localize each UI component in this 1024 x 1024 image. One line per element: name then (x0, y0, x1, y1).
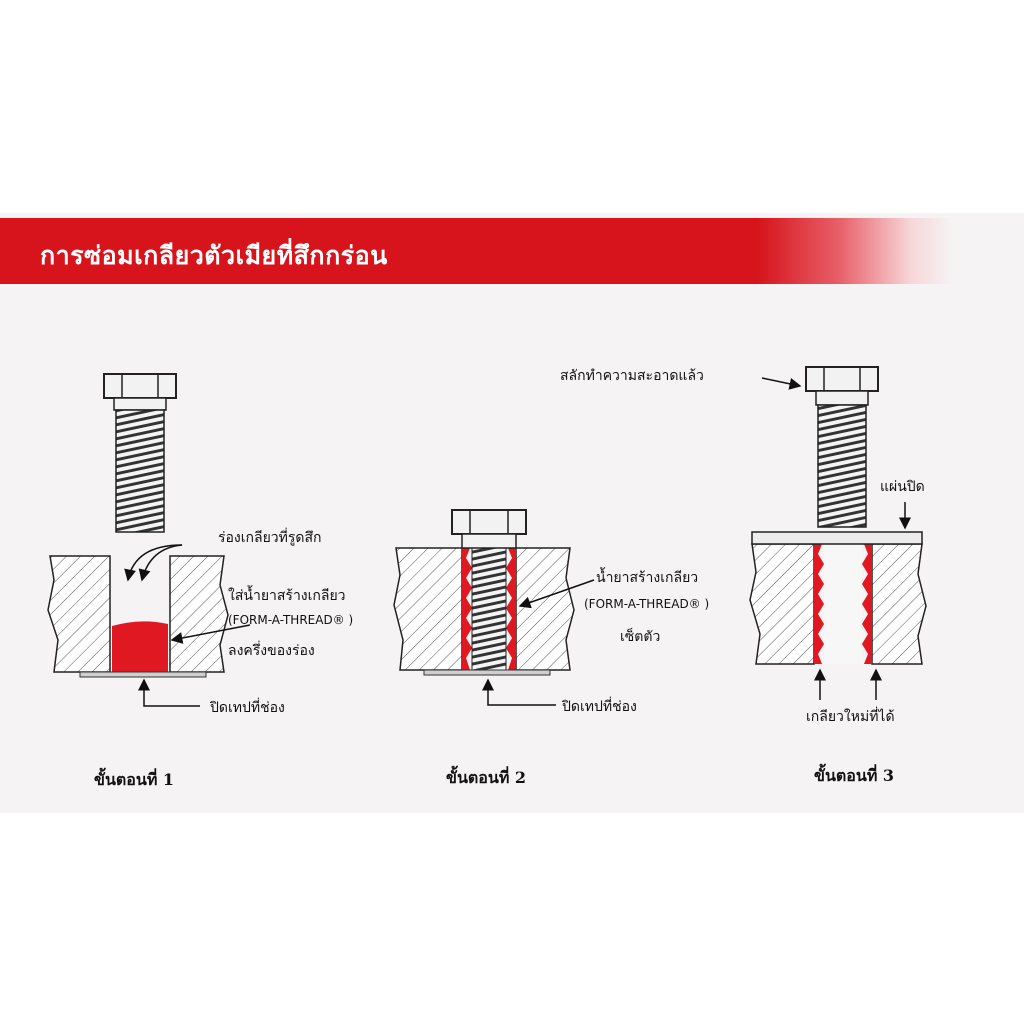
step3-thread-right (862, 544, 872, 664)
step2-tape (423, 669, 551, 676)
step3-hole (824, 544, 862, 664)
step1-apply-label-line1: ใส่น้ำยาสร้างเกลียว (228, 588, 346, 604)
step1-compound-fill (112, 621, 168, 672)
step1-tape-label: ปิดเทปที่ช่อง (210, 700, 285, 716)
step2-compound-label-line3: เซ็ตตัว (620, 629, 661, 645)
step-2-diagram (393, 509, 595, 706)
title-banner (0, 218, 1024, 284)
step1-block-right (169, 555, 229, 673)
step1-caption: ขั้นตอนที่ 1 (94, 770, 175, 789)
step3-caption: ขั้นตอนที่ 3 (814, 766, 895, 785)
step3-bolt (805, 366, 879, 528)
step-3-diagram (749, 366, 927, 700)
step1-worn-thread-label: ร่องเกลียวที่รูดสึก (218, 530, 322, 546)
step1-bolt (103, 373, 177, 533)
step3-new-thread-label: เกลียวใหม่ที่ได้ (806, 709, 895, 725)
step2-compound-label-line1: น้ำยาสร้างเกลียว (596, 570, 699, 586)
step2-block-right (515, 547, 575, 671)
step2-compound-right (506, 548, 516, 670)
page-title: การซ่อมเกลียวตัวเมียที่สึกกร่อน (40, 241, 388, 270)
step2-block-left (393, 547, 463, 671)
step1-tape (79, 671, 207, 678)
step2-bolt-shank (471, 547, 507, 671)
step3-thread-left (814, 544, 824, 664)
step2-tape-label: ปิดเทปที่ช่อง (562, 699, 637, 715)
step3-clean-bolt-label: สลักทำความสะอาดแล้ว (560, 368, 704, 384)
step2-compound-label-line2: (FORM-A-THREAD® ) (584, 597, 710, 611)
step2-caption: ขั้นตอนที่ 2 (446, 768, 527, 787)
step3-cover-plate (751, 531, 923, 545)
step1-block-left (47, 555, 111, 673)
step3-cover-plate-label: แผ่นปิด (880, 479, 925, 495)
step2-compound-left (462, 548, 472, 670)
step1-apply-label-line3: ลงครึ่งของร่อง (228, 643, 315, 659)
step-1-diagram (47, 373, 251, 707)
step3-block-right (871, 543, 927, 665)
step3-block-left (749, 543, 815, 665)
step1-apply-label-line2: (FORM-A-THREAD® ) (228, 613, 354, 627)
